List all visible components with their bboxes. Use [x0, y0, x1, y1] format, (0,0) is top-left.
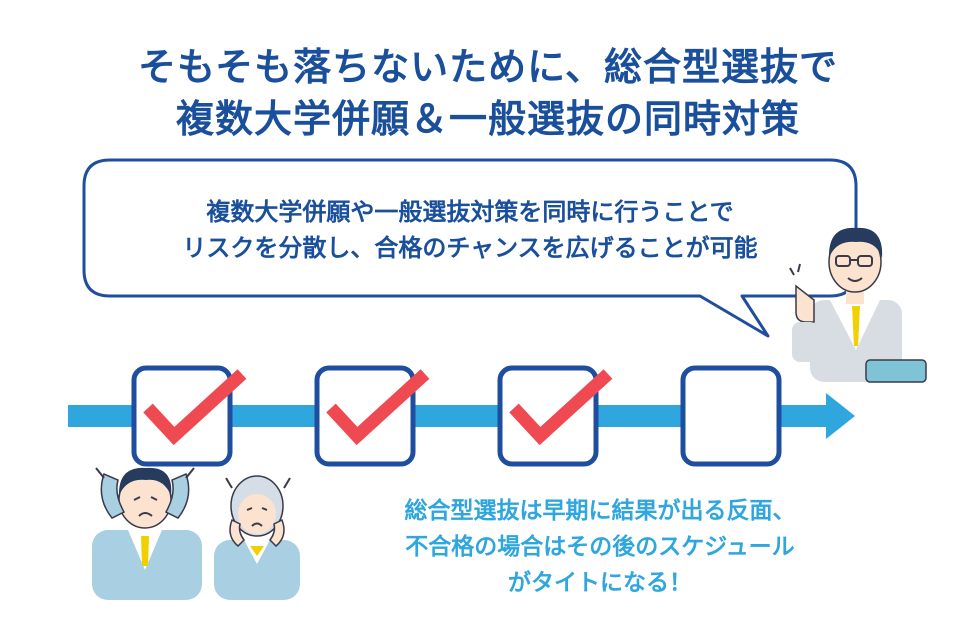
timeline-step-2 [314, 365, 430, 467]
warning-note-line-2: 不合格の場合はその後のスケジュール [405, 534, 795, 560]
step-box [314, 365, 416, 467]
checkmark-icon [509, 369, 613, 446]
timeline-step-4 [680, 365, 782, 467]
timeline-steps [131, 365, 782, 467]
step-box [497, 365, 599, 467]
bubble-text-line-1: 複数大学併願や一般選抜対策を同時に行うことで [206, 198, 734, 226]
teacher-illustration [789, 227, 927, 383]
worried-student-boy-illustration [92, 467, 202, 600]
timeline-step-3 [497, 365, 613, 467]
step-box [680, 365, 782, 467]
warning-note-line-1: 総合型選抜は早期に結果が出る反面、 [404, 498, 796, 524]
timeline-arrow [68, 393, 855, 439]
timeline-step-1 [131, 365, 247, 467]
title-line-1: そもそも落ちないために、総合型選抜で [137, 45, 839, 89]
checkmark-icon [326, 369, 430, 446]
step-box [131, 365, 233, 467]
checkmark-icon [143, 369, 247, 446]
bubble-text-line-2: リスクを分散し、合格のチャンスを広げることが可能 [182, 234, 758, 262]
worried-student-girl-illustration [214, 475, 300, 600]
title-line-2: 複数大学併願＆一般選抜の同時対策 [175, 97, 800, 141]
warning-note-line-3: がタイトになる！ [508, 570, 692, 596]
